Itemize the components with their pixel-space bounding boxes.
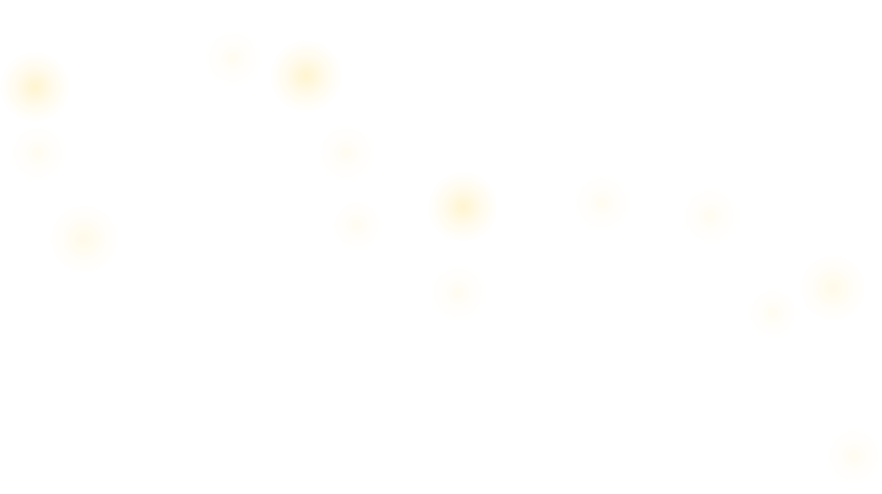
bokeh-light-spot: [270, 40, 342, 112]
bokeh-light-spot: [430, 265, 486, 321]
bokeh-light-spot: [0, 52, 70, 122]
bokeh-light-spot: [682, 188, 738, 244]
bokeh-light-spot: [826, 428, 882, 484]
bokeh-light-spot: [205, 30, 261, 86]
bokeh-light-spot: [574, 175, 630, 231]
bokeh-light-spot: [332, 200, 382, 250]
bokeh-light-spot: [748, 288, 798, 338]
bokeh-light-spot: [800, 255, 866, 321]
bokeh-light-spot: [50, 205, 118, 273]
bokeh-light-spot: [428, 172, 498, 242]
bokeh-light-spot: [10, 125, 66, 181]
bokeh-light-spot: [318, 125, 374, 181]
